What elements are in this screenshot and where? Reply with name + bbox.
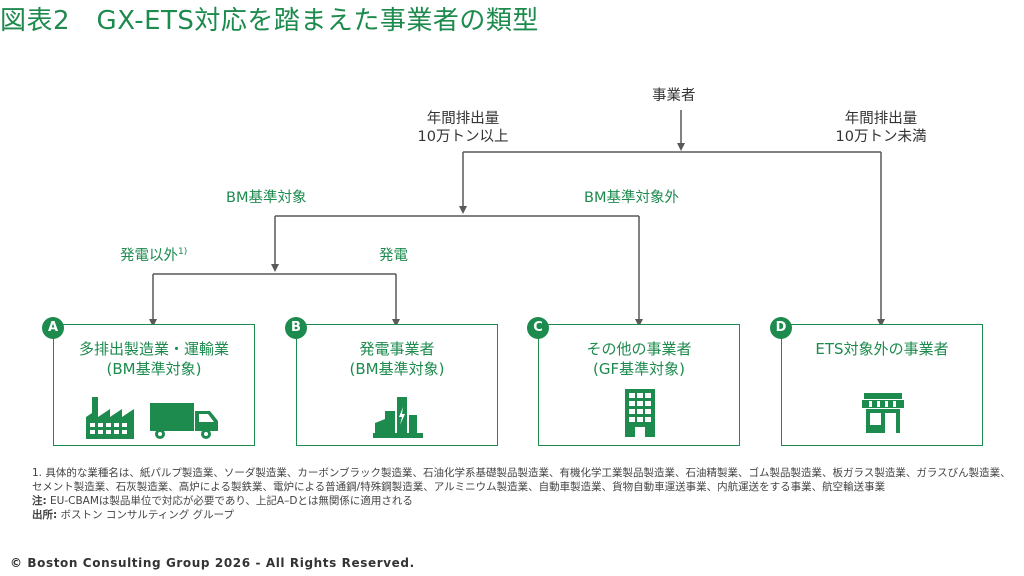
badge-a: A [42, 317, 64, 339]
category-c-line1: その他の事業者 [586, 340, 692, 358]
footnote-1: 1. 具体的な業種名は、紙パルプ製造業、ソーダ製造業、カーボンブラック製造業、石… [32, 467, 1011, 493]
category-box-d: ETS対象外の事業者 [781, 324, 983, 446]
footnote-note: 注: EU-CBAMは製品単位で対応が必要であり、上記A–Dとは無関係に適用され… [32, 494, 1017, 508]
category-box-b: 発電事業者 (BM基準対象) [296, 324, 498, 446]
root-label: 事業者 [652, 88, 696, 104]
footnote-source: 出所: ボストン コンサルティング グループ [32, 508, 1017, 522]
over-100k-line2: 10万トン以上 [417, 129, 509, 145]
bm-target-label: BM基準対象 [226, 190, 307, 206]
category-b-title: 発電事業者 (BM基準対象) [297, 339, 497, 379]
under-100k-line2: 10万トン未満 [835, 129, 927, 145]
office-building-icon [625, 389, 655, 437]
category-c-line2: (GF基準対象) [593, 360, 685, 378]
note-label: 注: [32, 495, 47, 507]
category-d-title: ETS対象外の事業者 [782, 339, 982, 359]
category-box-a: 多排出製造業・運輸業 (BM基準対象) [53, 324, 255, 446]
non-power-footnote-ref: 1) [178, 247, 188, 258]
category-b-line1: 発電事業者 [359, 340, 435, 358]
category-b-line2: (BM基準対象) [349, 360, 445, 378]
non-power-text: 発電以外 [120, 248, 178, 264]
footnotes: 1. 具体的な業種名は、紙パルプ製造業、ソーダ製造業、カーボンブラック製造業、石… [32, 466, 1017, 522]
copyright: © Boston Consulting Group 2026 - All Rig… [10, 556, 415, 570]
power-label: 発電 [379, 248, 408, 264]
over-100k-label: 年間排出量 10万トン以上 [404, 110, 522, 146]
badge-b: B [285, 317, 307, 339]
badge-c: C [527, 317, 549, 339]
page-title: 図表2 GX-ETS対応を踏まえた事業者の類型 [0, 6, 539, 36]
category-a-title: 多排出製造業・運輸業 (BM基準対象) [54, 339, 254, 379]
bm-non-target-label: BM基準対象外 [584, 190, 679, 206]
tree-connectors [149, 110, 885, 327]
category-d-line1: ETS対象外の事業者 [815, 340, 949, 358]
category-box-c: その他の事業者 (GF基準対象) [538, 324, 740, 446]
note-text: EU-CBAMは製品単位で対応が必要であり、上記A–Dとは無関係に適用される [46, 495, 413, 507]
over-100k-line1: 年間排出量 [426, 111, 500, 127]
source-label: 出所: [32, 509, 58, 521]
factory-truck-icon [86, 397, 218, 439]
source-text: ボストン コンサルティング グループ [57, 509, 234, 521]
store-icon [862, 393, 904, 433]
category-a-line2: (BM基準対象) [106, 360, 202, 378]
badge-d: D [770, 317, 792, 339]
non-power-label: 発電以外1) [120, 244, 187, 265]
power-plant-icon [373, 397, 423, 438]
under-100k-line1: 年間排出量 [844, 111, 918, 127]
category-a-line1: 多排出製造業・運輸業 [78, 340, 229, 358]
category-c-title: その他の事業者 (GF基準対象) [539, 339, 739, 379]
under-100k-label: 年間排出量 10万トン未満 [822, 110, 940, 146]
